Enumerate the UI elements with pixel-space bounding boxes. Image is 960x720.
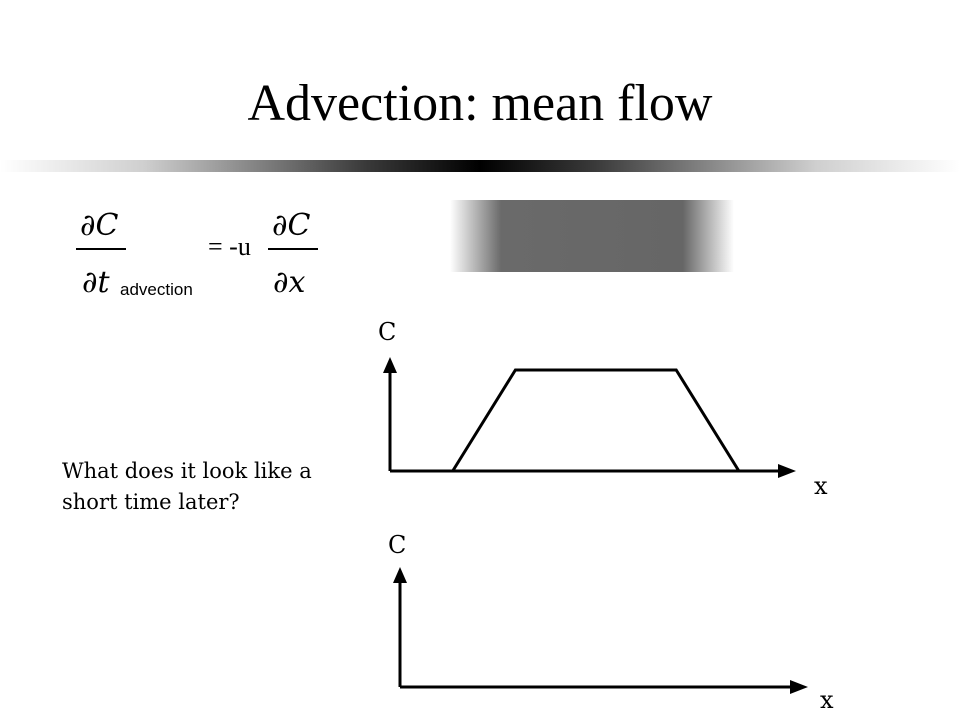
top-x-arrow-icon	[778, 464, 796, 478]
top-y-label: C	[378, 318, 397, 346]
advection-equation: ∂C ∂t advection = -u ∂C ∂x	[76, 208, 318, 300]
bottom-x-label: x	[820, 686, 834, 714]
numerator-right: ∂C	[272, 208, 311, 243]
bottom-y-label: C	[388, 531, 407, 559]
numerator-left: ∂C	[80, 208, 119, 243]
advection-subscript: advection	[120, 280, 193, 299]
denominator-right: ∂x	[273, 265, 306, 300]
slide-title: Advection: mean flow	[247, 75, 713, 132]
trapezoid-profile	[451, 368, 741, 472]
bottom-x-arrow-icon	[790, 680, 808, 694]
bottom-y-arrow-icon	[393, 567, 407, 583]
top-x-label: x	[814, 472, 828, 500]
equals-minus-u: = -u	[208, 232, 251, 261]
bottom-concentration-plot	[393, 567, 808, 694]
top-concentration-plot	[383, 357, 796, 478]
top-y-arrow-icon	[383, 357, 397, 373]
title-divider	[0, 160, 960, 172]
denominator-left: ∂t	[82, 265, 111, 300]
question-text: What does it look like a short time late…	[62, 459, 312, 514]
concentration-bar-image	[450, 200, 734, 272]
